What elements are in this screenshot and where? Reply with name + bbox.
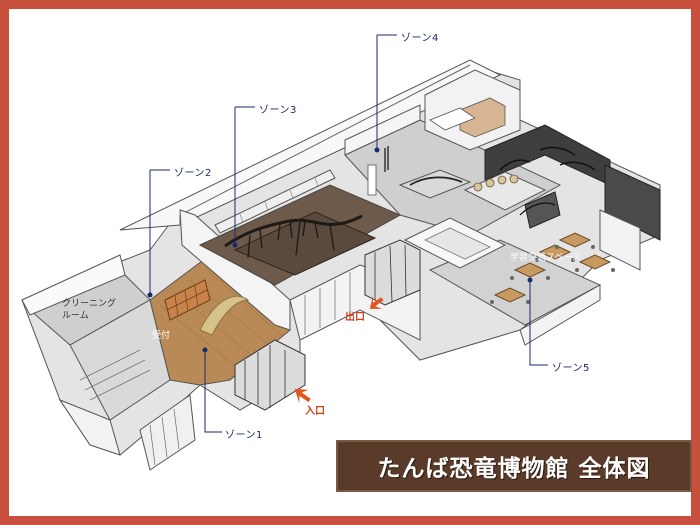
zone2-label: ゾーン2 xyxy=(174,168,212,179)
zone4-label: ゾーン4 xyxy=(401,33,439,44)
tusk-sculpture xyxy=(199,295,250,336)
left-wall-block xyxy=(21,254,126,316)
zone-partition-wall xyxy=(179,209,291,331)
right-dark-panels xyxy=(604,164,661,241)
zone5-label: ゾーン5 xyxy=(552,363,590,374)
page-title: たんば恐竜博物館 全体図 xyxy=(377,456,651,482)
zone5-marker xyxy=(527,277,533,283)
zone2-marker xyxy=(147,292,153,298)
title-banner: たんば恐竜博物館 全体図 xyxy=(336,440,692,492)
exit-arrow xyxy=(369,295,384,309)
back-wall xyxy=(119,59,502,231)
zone4-left-display xyxy=(398,169,472,199)
zone4-display-platform xyxy=(463,171,547,211)
zone1-marker xyxy=(202,347,208,353)
entrance-arrow xyxy=(294,388,311,404)
learning-space-label: 学習交流スペース xyxy=(510,253,581,263)
zone3-platform xyxy=(233,211,377,276)
zone1-glass-window xyxy=(139,394,196,471)
reception-label: 受付 xyxy=(152,331,171,341)
zone1-label: ゾーン1 xyxy=(225,430,263,441)
zone3-marker xyxy=(232,242,238,248)
exit-label: 出口 xyxy=(345,312,365,323)
dinosaur-skeleton-zone3 xyxy=(224,214,363,248)
cleaning-room-label: クリーニング ルーム xyxy=(62,299,117,321)
zone-leader-lines xyxy=(149,34,548,433)
zone5-tables xyxy=(493,232,612,303)
zone4-marker xyxy=(374,147,380,153)
zone1-leader xyxy=(204,350,222,433)
zone5-leader xyxy=(529,280,548,366)
zone3-label: ゾーン3 xyxy=(259,105,297,116)
entrance-label: 入口 xyxy=(305,406,325,417)
